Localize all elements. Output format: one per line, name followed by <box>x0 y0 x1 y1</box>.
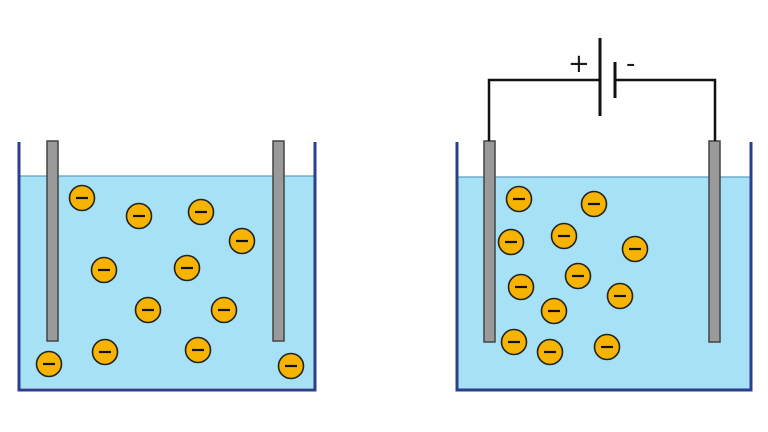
minus-circle-icon <box>90 256 118 284</box>
battery-circuit: + - <box>487 38 717 141</box>
minus-circle-icon <box>497 228 525 256</box>
minus-circle-icon <box>228 227 256 255</box>
left-beaker-ions <box>35 184 305 380</box>
right-beaker-electrode-negative <box>708 140 721 343</box>
minus-circle-icon <box>68 184 96 212</box>
right-beaker-wall <box>455 142 753 392</box>
left-beaker-electrode-left <box>46 140 59 342</box>
minus-circle-icon <box>277 352 305 380</box>
minus-circle-icon <box>184 336 212 364</box>
minus-circle-icon <box>606 282 634 310</box>
battery-negative-label: - <box>626 49 635 79</box>
battery-cell-icon <box>598 38 617 116</box>
minus-circle-icon <box>621 235 649 263</box>
minus-circle-icon <box>507 273 535 301</box>
minus-circle-icon <box>550 222 578 250</box>
minus-circle-icon <box>505 185 533 213</box>
right-beaker-ions <box>497 185 649 366</box>
minus-circle-icon <box>536 338 564 366</box>
minus-circle-icon <box>540 297 568 325</box>
minus-circle-icon <box>35 350 63 378</box>
minus-circle-icon <box>91 338 119 366</box>
minus-circle-icon <box>173 254 201 282</box>
right-beaker-electrode-positive <box>483 140 496 343</box>
left-beaker-water <box>19 176 315 388</box>
minus-circle-icon <box>187 198 215 226</box>
minus-circle-icon <box>134 296 162 324</box>
left-beaker-wall <box>17 142 317 392</box>
left-beaker <box>17 140 317 392</box>
battery-positive-label: + <box>568 49 590 79</box>
minus-circle-icon <box>564 262 592 290</box>
minus-circle-icon <box>500 328 528 356</box>
minus-circle-icon <box>125 202 153 230</box>
minus-circle-icon <box>580 190 608 218</box>
left-beaker-electrode-right <box>272 140 285 342</box>
minus-circle-icon <box>593 333 621 361</box>
wire-positive <box>487 78 600 141</box>
right-beaker <box>455 140 753 392</box>
wire-negative <box>615 78 717 141</box>
minus-circle-icon <box>210 296 238 324</box>
